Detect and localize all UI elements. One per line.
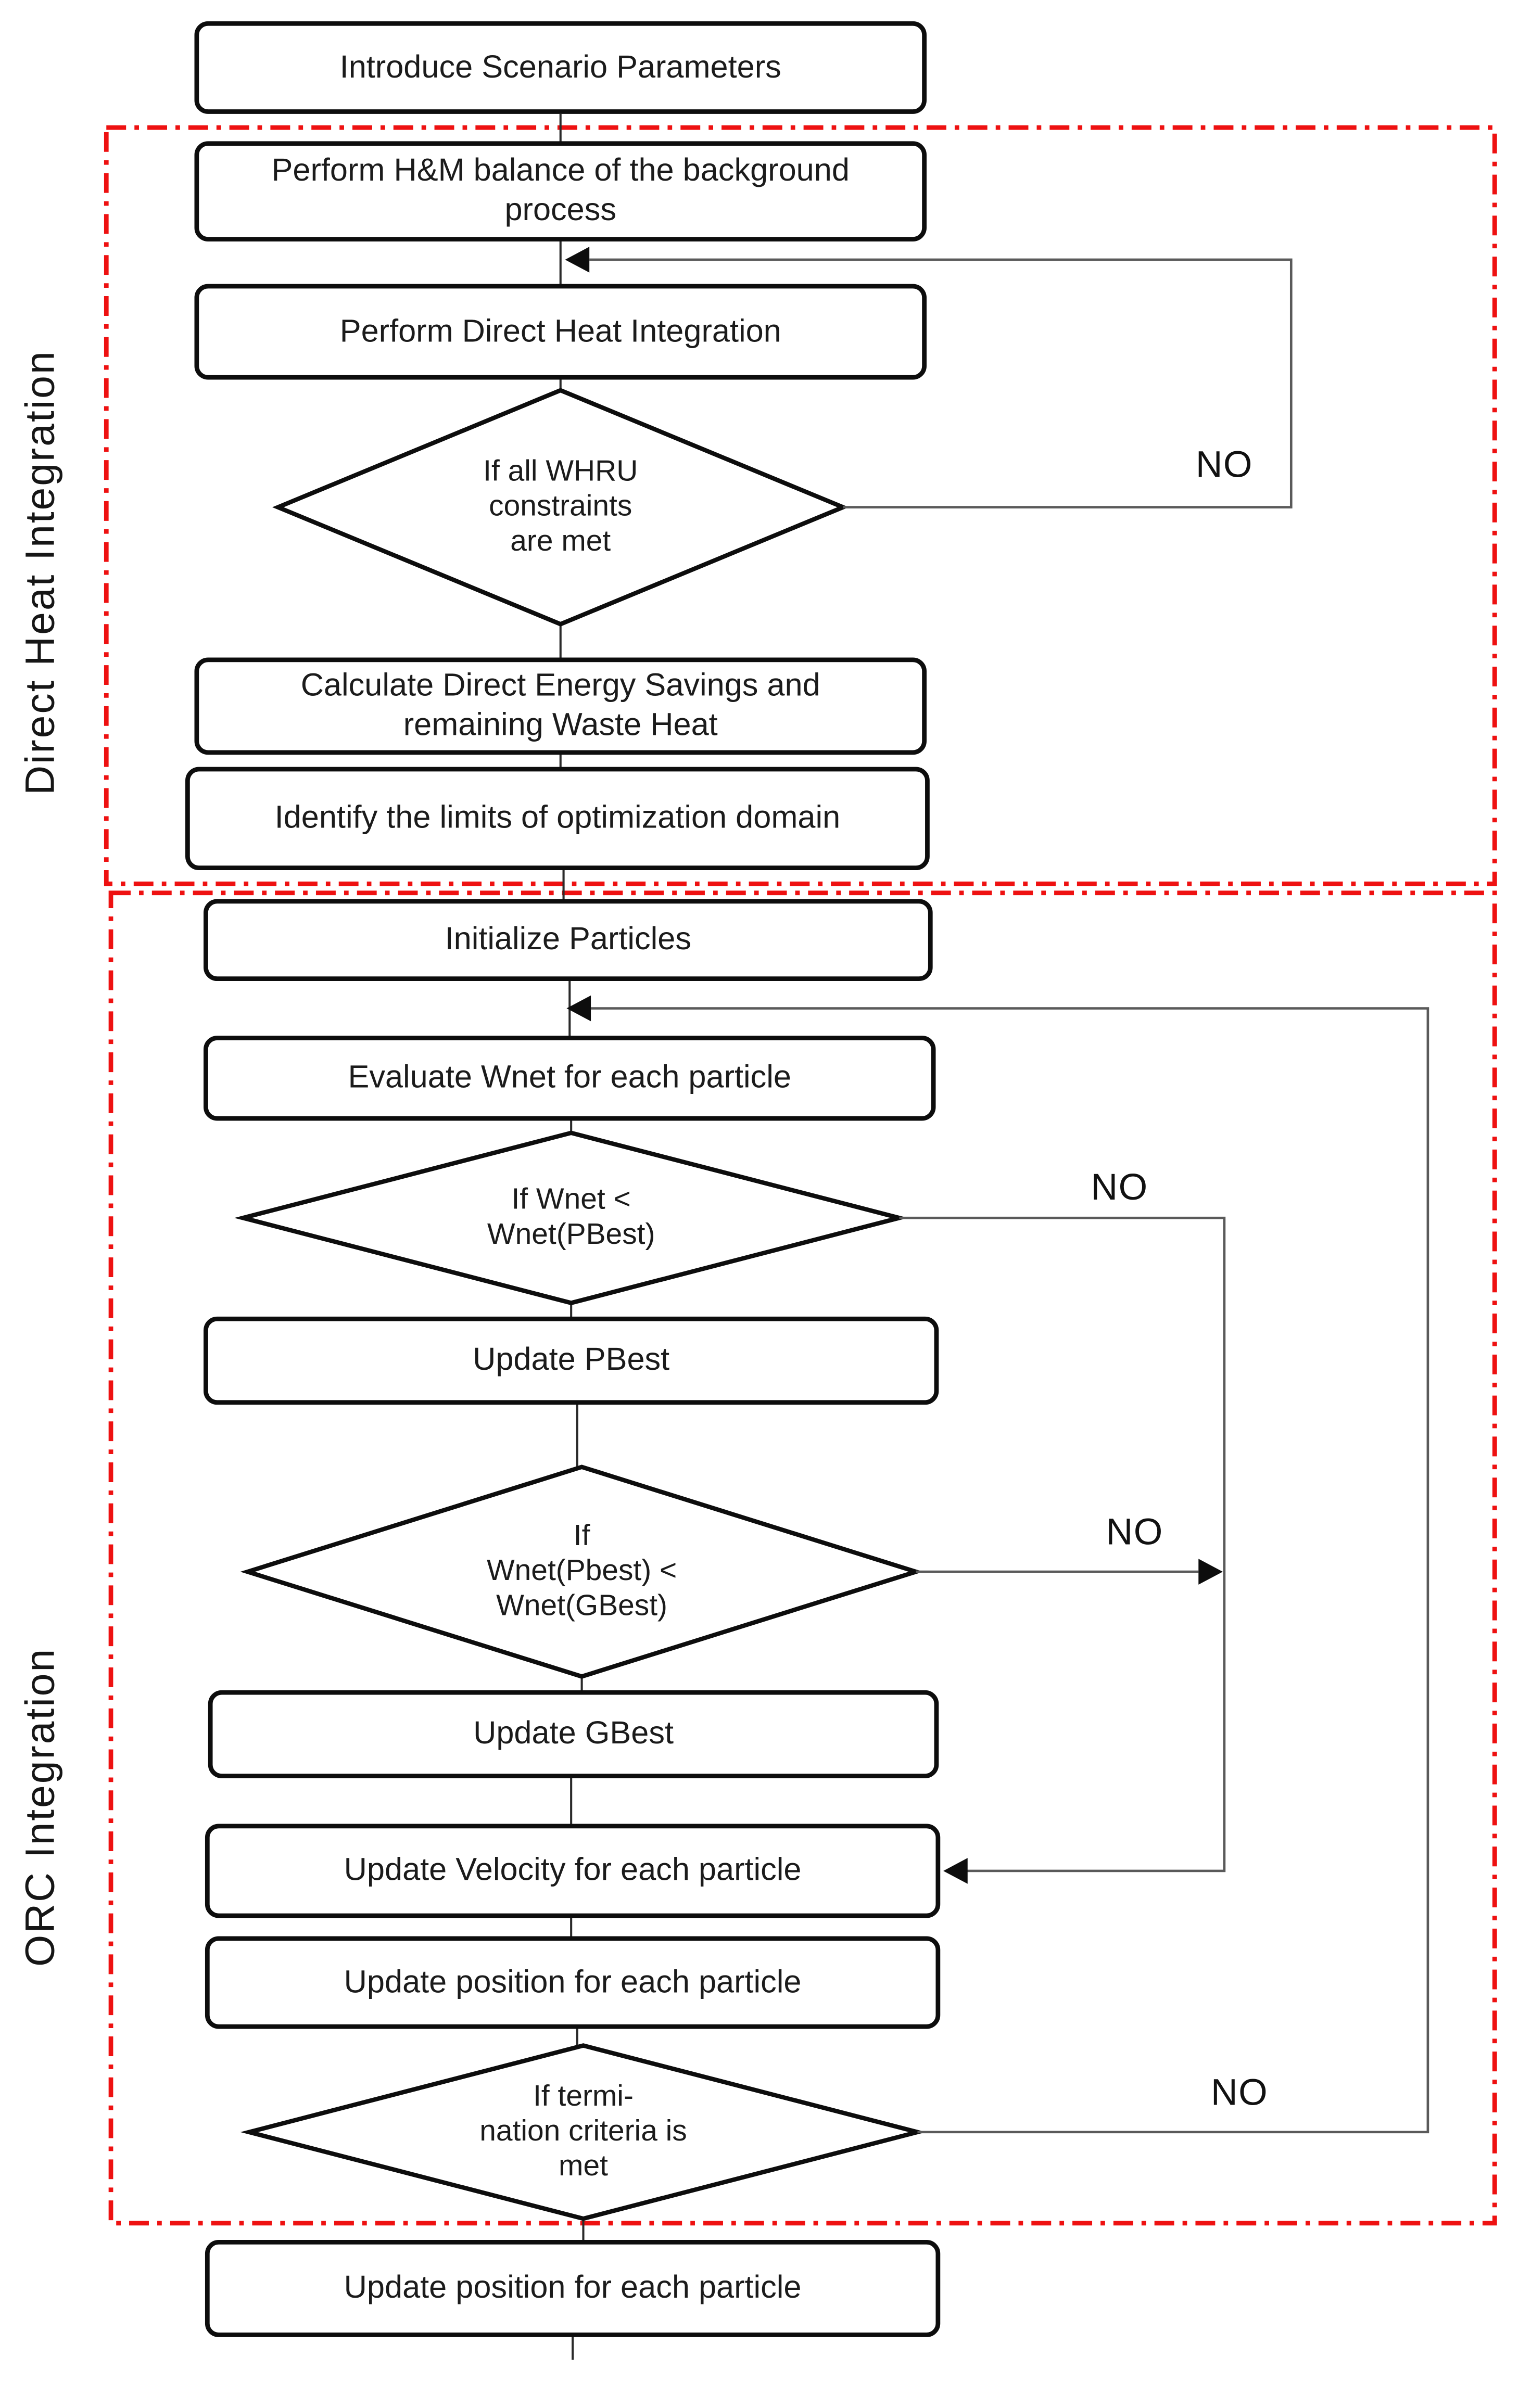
evaluate-wnet-box: Evaluate Wnet for each particle bbox=[204, 1036, 936, 1121]
wnet-pbest-decision-label: If Wnet < Wnet(PBest) bbox=[487, 1183, 655, 1252]
final-update-position-box: Update position for each particle bbox=[205, 2240, 941, 2337]
whru-decision-label: If all WHRU constraints are met bbox=[483, 454, 638, 558]
update-gbest-box: Update GBest bbox=[208, 1690, 939, 1778]
pbest-gbest-decision-label: If Wnet(Pbest) < Wnet(GBest) bbox=[486, 1519, 677, 1623]
initialize-particles-box: Initialize Particles bbox=[204, 899, 933, 982]
identify-limits-box: Identify the limits of optimization doma… bbox=[185, 767, 930, 871]
update-position-box: Update position for each particle bbox=[205, 1936, 941, 2029]
section-label-orc-integration: ORC Integration bbox=[17, 1647, 64, 1967]
no-label-termination: NO bbox=[1211, 2073, 1269, 2114]
calculate-direct-energy-savings-box: Calculate Direct Energy Savings and rema… bbox=[194, 657, 927, 755]
direct-heat-integration-frame bbox=[104, 125, 1497, 886]
arrowhead-left-into-direct-hi-icon bbox=[565, 247, 590, 273]
no-label-pbest-gbest: NO bbox=[1106, 1512, 1163, 1554]
orc-integration-frame bbox=[108, 890, 1497, 2226]
arrowhead-left-into-evaluate-wnet-icon bbox=[566, 995, 591, 1022]
termination-decision-label: If termi- nation criteria is met bbox=[479, 2080, 687, 2183]
hm-balance-box: Perform H&M balance of the background pr… bbox=[194, 141, 927, 241]
update-pbest-box: Update PBest bbox=[204, 1316, 939, 1405]
intro-scenario-parameters-box: Introduce Scenario Parameters bbox=[194, 21, 927, 114]
perform-direct-heat-integration-box: Perform Direct Heat Integration bbox=[194, 284, 927, 380]
update-velocity-box: Update Velocity for each particle bbox=[205, 1824, 941, 1918]
no-label-wnet-pbest: NO bbox=[1091, 1167, 1148, 1209]
main-flow-connectors bbox=[559, 113, 585, 2360]
no-label-whru: NO bbox=[1195, 444, 1253, 486]
arrowhead-left-into-update-velocity-icon bbox=[943, 1858, 968, 1884]
arrowhead-right-into-no-line-icon bbox=[1198, 1559, 1223, 1585]
no-loop-paths bbox=[589, 258, 1429, 2134]
section-label-direct-heat-integration: Direct Heat Integration bbox=[17, 350, 64, 795]
